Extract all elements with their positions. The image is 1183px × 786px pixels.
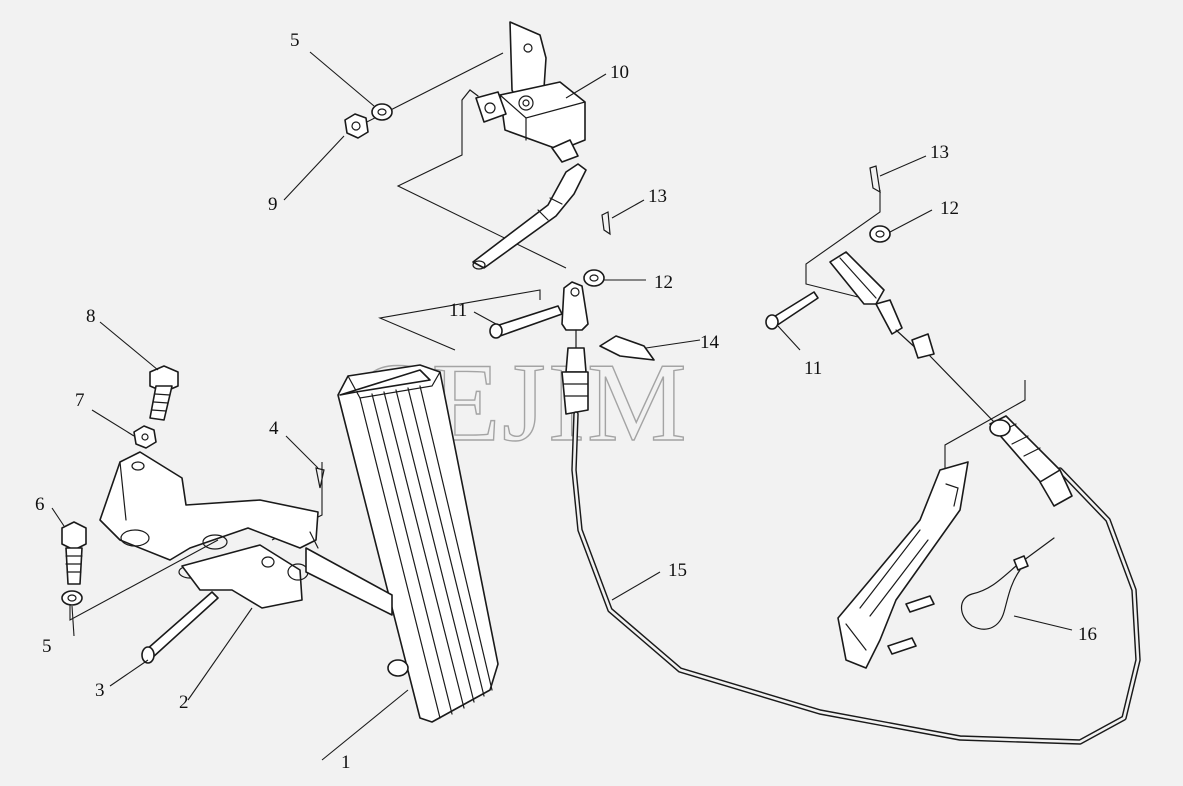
bolt-6 <box>61 521 87 585</box>
callout-4: 4 <box>269 418 279 439</box>
callout-12-center: 12 <box>654 272 673 293</box>
callout-10: 10 <box>610 62 629 83</box>
cotter-pin-13-center <box>601 211 611 236</box>
pin-11-center <box>489 305 563 339</box>
washer-5 <box>61 590 83 606</box>
bolt-8 <box>149 365 179 421</box>
nut-7 <box>133 425 157 449</box>
nut-top <box>344 113 369 139</box>
callout-13-right: 13 <box>930 142 949 163</box>
pin-11-right <box>765 291 819 330</box>
callout-11-center: 11 <box>449 300 467 321</box>
callout-11-right: 11 <box>804 358 822 379</box>
callout-8: 8 <box>86 306 96 327</box>
pedal-sensor-bracket <box>461 21 587 270</box>
callout-2: 2 <box>179 692 189 713</box>
cable-clevis-right <box>829 251 935 359</box>
callout-9: 9 <box>268 194 278 215</box>
clip-14 <box>599 335 655 361</box>
cable-tie-16 <box>960 537 1055 630</box>
callout-5-bottom: 5 <box>42 636 52 657</box>
washer-12-right <box>869 225 891 243</box>
callout-3: 3 <box>95 680 105 701</box>
pin-3 <box>141 591 219 664</box>
cable-clevis-center <box>561 281 589 415</box>
accelerator-pedal <box>337 364 499 723</box>
washer-top <box>371 103 393 121</box>
callout-14: 14 <box>700 332 720 353</box>
callout-6: 6 <box>35 494 45 515</box>
cotter-pin-4 <box>315 467 325 489</box>
callout-13-center: 13 <box>648 186 667 207</box>
callout-15: 15 <box>668 560 687 581</box>
cable-mount-bracket <box>837 461 969 669</box>
washer-12-center <box>583 269 605 287</box>
callout-7: 7 <box>75 390 85 411</box>
callout-12-right: 12 <box>940 198 959 219</box>
callout-16: 16 <box>1078 624 1097 645</box>
callout-1: 1 <box>341 752 351 773</box>
callout-leaders <box>51 51 1073 761</box>
throttle-cable <box>571 355 1141 745</box>
pedal-hinge-bracket <box>99 451 393 616</box>
cotter-pin-13-right <box>869 165 881 194</box>
callout-5-top: 5 <box>290 30 300 51</box>
callout-numbers: 1 2 3 4 5 6 7 8 9 5 10 11 12 13 14 15 11… <box>35 30 1097 773</box>
